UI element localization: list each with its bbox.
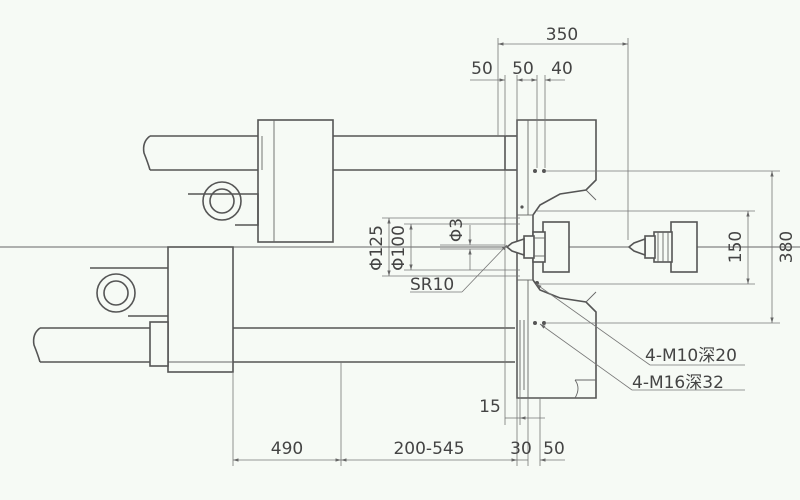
bottom-dimension-group — [232, 170, 565, 466]
lower-tie-bar — [32, 327, 515, 363]
hole-marker-3 — [533, 321, 537, 325]
upper-lug-outer-circle — [202, 181, 242, 221]
dim-bottom-stroke: 200-545 — [393, 439, 464, 459]
hole-marker-2 — [542, 169, 546, 173]
dim-dia-3: Φ3 — [447, 218, 467, 242]
dim-height-150: 150 — [726, 231, 746, 263]
dim-dia-100: Φ100 — [389, 225, 409, 271]
lower-clamp-block — [90, 246, 234, 373]
dim-bottom-30: 30 — [510, 439, 532, 459]
upper-tie-bar — [142, 135, 505, 171]
lower-lug-outer-circle — [96, 273, 136, 313]
nozzle-assembly — [505, 221, 570, 273]
hole-marker-1 — [533, 169, 537, 173]
fixed-platen — [504, 119, 597, 399]
dim-height-380: 380 — [777, 231, 797, 263]
hole-marker-6 — [520, 205, 524, 209]
top-dimension-group — [470, 38, 629, 240]
dim-top-left: 50 — [471, 59, 493, 79]
right-dimension-group — [537, 170, 780, 324]
dim-bottom-50: 50 — [543, 439, 565, 459]
upper-lug-inner-circle — [209, 188, 235, 214]
dim-dia-125: Φ125 — [367, 225, 387, 271]
right-nozzle-assembly — [627, 221, 698, 273]
dim-sr10: SR10 — [410, 275, 454, 295]
dim-top-mid: 50 — [512, 59, 534, 79]
diameter-dimension-group — [382, 217, 520, 277]
dim-top-right: 40 — [551, 59, 573, 79]
callout-m10: 4-M10深20 — [645, 346, 737, 366]
sr10-leader — [410, 244, 508, 293]
dim-top-overall: 350 — [546, 25, 578, 45]
dim-bottom-15: 15 — [479, 397, 501, 417]
thread-callout-leaders — [535, 283, 745, 391]
callout-m16: 4-M16深32 — [632, 373, 724, 393]
lower-lug-inner-circle — [103, 280, 129, 306]
upper-clamp-block — [188, 119, 334, 243]
dim-bottom-490: 490 — [271, 439, 303, 459]
